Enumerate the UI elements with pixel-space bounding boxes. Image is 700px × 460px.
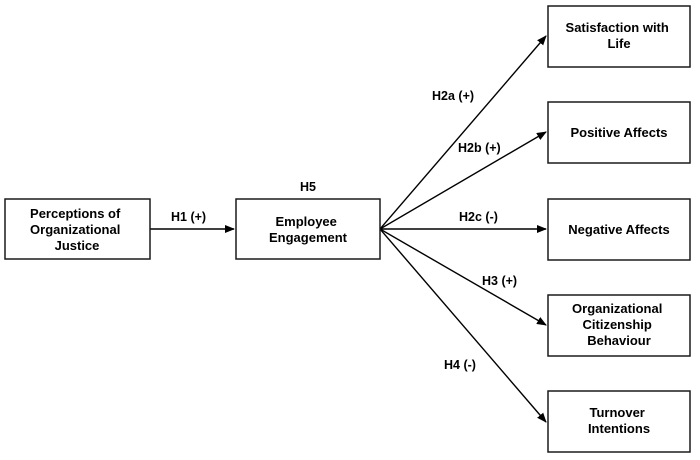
node-line: Citizenship — [583, 317, 652, 332]
svg-text:Organizational Citizensh: Organizational Citizenship Behaviour — [572, 301, 666, 348]
edge-label-h2b: H2b (+) — [458, 141, 501, 155]
node-line: Negative Affects — [568, 222, 669, 237]
node-line: Satisfaction with — [566, 20, 669, 35]
node-organizational-citizenship-behaviour: Organizational Citizenship Behaviour — [547, 294, 691, 357]
edge-label-h3: H3 (+) — [482, 274, 517, 288]
edge-label-h2c: H2c (-) — [459, 210, 498, 224]
svg-text:Perceptions of Organizat: Perceptions of Organizational Justice — [30, 206, 124, 253]
edge-label-h2a: H2a (+) — [432, 89, 474, 103]
node-line: Intentions — [588, 421, 650, 436]
edge-label-h1: H1 (+) — [171, 210, 206, 224]
svg-text:Satisfaction with Life: Satisfaction with Life — [566, 20, 673, 51]
svg-text:Employee Engagement: Employee Engagement — [269, 214, 348, 245]
node-positive-affects: Positive Affects — [547, 101, 691, 164]
mediation-label-h5: H5 — [300, 180, 316, 194]
svg-text:Positive Affects: Positive Affects — [570, 125, 667, 140]
node-turnover-intentions: Turnover Intentions — [547, 390, 691, 453]
node-employee-engagement: Employee Engagement — [235, 198, 381, 260]
node-line: Positive Affects — [570, 125, 667, 140]
node-line: Engagement — [269, 230, 348, 245]
node-line: Behaviour — [587, 333, 651, 348]
node-line: Organizational — [30, 222, 120, 237]
node-negative-affects: Negative Affects — [547, 198, 691, 261]
node-perceptions-of-justice: Perceptions of Organizational Justice — [4, 198, 151, 260]
edge-h4 — [379, 228, 547, 423]
node-line: Perceptions of — [30, 206, 121, 221]
edge-h2b — [379, 131, 547, 230]
node-satisfaction-with-life: Satisfaction with Life — [547, 5, 691, 68]
node-line: Employee — [275, 214, 336, 229]
node-line: Organizational — [572, 301, 662, 316]
edges — [150, 35, 547, 423]
svg-text:Turnover Intentions: Turnover Intentions — [588, 405, 650, 436]
node-line: Life — [607, 36, 630, 51]
edge-label-h4: H4 (-) — [444, 358, 476, 372]
svg-text:Negative Affects: Negative Affects — [568, 222, 669, 237]
node-line: Turnover — [589, 405, 644, 420]
node-line: Justice — [55, 238, 100, 253]
edge-h3 — [379, 228, 547, 326]
edge-labels: H1 (+) H2a (+) H2b (+) H2c (-) H3 (+) H4… — [171, 89, 517, 372]
edge-h2a — [379, 35, 547, 230]
